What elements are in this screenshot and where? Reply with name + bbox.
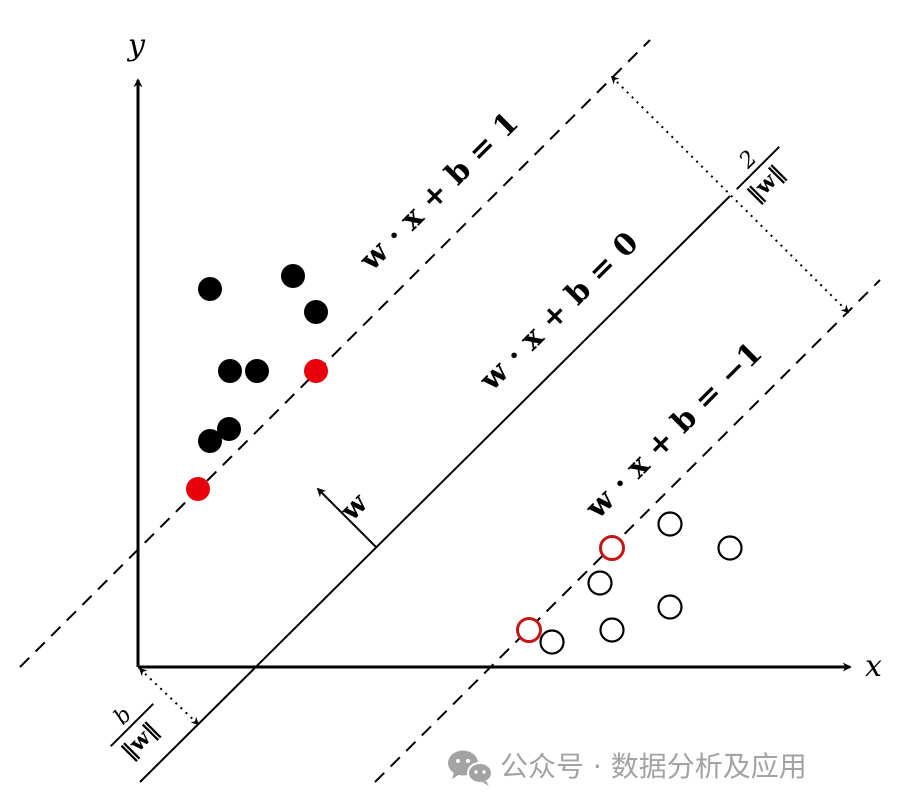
positive-point [245,359,269,383]
margin-width-fraction: 2 ‖w‖ [734,146,790,208]
negative-support-vector [516,617,542,643]
positive-point [217,417,241,441]
margin-width-fraction-bar [736,146,780,190]
negative-point [599,617,625,643]
positive-point [304,300,328,324]
negative-point [587,570,613,596]
positive-point [218,359,242,383]
offset-numerator: b [109,702,137,730]
positive-point [281,264,305,288]
y-axis-label: y [126,28,146,63]
positive-point [198,429,222,453]
watermark: 公众号 · 数据分析及应用 [448,750,807,786]
negative-point [717,535,743,561]
upper-margin-label: w · x + b = 1 [352,105,525,278]
offset-fraction: b ‖w‖ [109,702,163,764]
offset-fraction-bar [110,703,154,747]
negative-support-vector [599,535,625,561]
decision-boundary-label: w · x + b = 0 [472,225,645,398]
margin-width-numerator: 2 [734,146,762,174]
normal-vector-arrow [316,487,377,548]
offset-arrow [138,667,200,726]
negative-point [657,511,683,537]
x-axis-label: x [865,649,882,684]
positive-support-vector [304,359,328,383]
decision-boundary-line [139,195,731,783]
normal-vector-label: w [333,486,375,528]
lower-margin-label: w · x + b = −1 [578,336,769,527]
negative-point [539,629,565,655]
upper-margin-line [19,39,651,668]
positive-point [198,277,222,301]
watermark-text: 公众号 · 数据分析及应用 [500,750,807,783]
positive-support-vector [186,477,210,501]
wechat-icon [448,750,493,786]
negative-point [657,594,683,620]
lower-margin-line [374,279,881,783]
